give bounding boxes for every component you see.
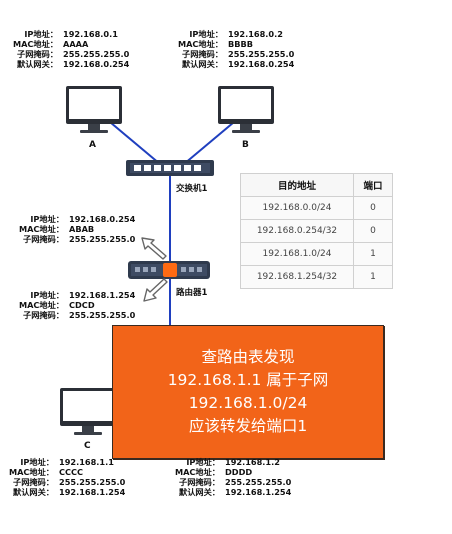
monitor-icon-host-c (60, 388, 116, 435)
gateway-value: 192.168.1.254 (225, 487, 292, 497)
gateway-label: 默认网关： (13, 487, 54, 497)
port-cell: 0 (353, 196, 393, 220)
router-port1-info: IP地址： 192.168.1.254 MAC地址： CDCD 子网掩码： 255.2… (16, 290, 135, 320)
destination-cell: 192.168.0.0/24 (240, 196, 354, 220)
mac-label: MAC地址： (174, 467, 220, 477)
gateway-value: 192.168.0.254 (228, 59, 295, 69)
mac-value: ABAB (69, 224, 95, 234)
mask-label: 子网掩码： (182, 49, 223, 59)
ip-label: IP地址： (30, 214, 64, 224)
mask-label: 子网掩码： (23, 234, 64, 244)
table-row: 192.168.0.0/24 0 (240, 196, 393, 220)
mask-value: 255.255.255.0 (63, 49, 130, 59)
mask-label: 子网掩码： (23, 310, 64, 320)
table-row: 192.168.0.254/32 0 (240, 219, 393, 243)
mask-label: 子网掩码： (13, 477, 54, 487)
mac-value: DDDD (225, 467, 253, 477)
mask-value: 255.255.255.0 (59, 477, 126, 487)
mask-label: 子网掩码： (17, 49, 58, 59)
gateway-label: 默认网关： (182, 59, 223, 69)
callout-line-1: 查路由表发现 (201, 348, 295, 366)
table-row: 192.168.1.0/24 1 (240, 242, 393, 266)
switch-icon (126, 160, 214, 176)
ip-value: 192.168.0.1 (63, 29, 118, 39)
ip-label: IP地址： (186, 457, 220, 467)
monitor-icon-host-a (66, 86, 122, 133)
explanation-callout: 查路由表发现 192.168.1.1 属于子网 192.168.1.0/24 应… (112, 325, 384, 459)
port-cell: 0 (353, 219, 393, 243)
mac-value: CCCC (59, 467, 84, 477)
ip-label: IP地址： (20, 457, 54, 467)
mac-value: BBBB (228, 39, 253, 49)
table-row: 192.168.1.254/32 1 (240, 265, 393, 289)
mac-value: AAAA (63, 39, 89, 49)
mask-label: 子网掩码： (179, 477, 220, 487)
ip-value: 192.168.0.2 (228, 29, 283, 39)
host-c-info: IP地址： 192.168.1.1 MAC地址： CCCC 子网掩码： 255.255… (6, 457, 125, 497)
router-icon (128, 261, 210, 279)
routing-table-header: 目的地址 端口 (240, 173, 393, 197)
router-port0-info: IP地址： 192.168.0.254 MAC地址： ABAB 子网掩码： 255.2… (16, 214, 135, 244)
port-cell: 1 (353, 242, 393, 266)
gateway-value: 192.168.0.254 (63, 59, 130, 69)
callout-line-4: 应该转发给端口1 (188, 417, 308, 435)
callout-line-2: 192.168.1.1 属于子网 (167, 371, 329, 389)
mac-label: MAC地址： (8, 467, 54, 477)
header-destination: 目的地址 (240, 173, 354, 197)
gateway-label: 默认网关： (179, 487, 220, 497)
mask-value: 255.255.255.0 (69, 234, 136, 244)
ip-label: IP地址： (189, 29, 223, 39)
monitor-icon-host-b (218, 86, 274, 133)
mac-value: CDCD (69, 300, 95, 310)
mac-label: MAC地址： (18, 300, 64, 310)
router-label: 路由器1 (176, 288, 208, 298)
arrow-up-left-icon (141, 237, 167, 260)
ip-label: IP地址： (24, 29, 58, 39)
ip-value: 192.168.0.254 (69, 214, 136, 224)
mask-value: 255.255.255.0 (228, 49, 295, 59)
arrow-down-left-icon (143, 278, 168, 302)
host-b-label: B (242, 140, 249, 150)
header-port: 端口 (353, 173, 393, 197)
mac-label: MAC地址： (12, 39, 58, 49)
gateway-label: 默认网关： (17, 59, 58, 69)
mask-value: 255.255.255.0 (225, 477, 292, 487)
mac-label: MAC地址： (18, 224, 64, 234)
host-c-label: C (84, 441, 91, 451)
callout-line-3: 192.168.1.0/24 (188, 394, 308, 412)
host-d-info: IP地址： 192.168.1.2 MAC地址： DDDD 子网掩码： 255.255… (172, 457, 291, 497)
switch-label: 交换机1 (176, 184, 208, 194)
mask-value: 255.255.255.0 (69, 310, 136, 320)
destination-cell: 192.168.1.254/32 (240, 265, 354, 289)
host-a-label: A (89, 140, 96, 150)
destination-cell: 192.168.0.254/32 (240, 219, 354, 243)
ip-value: 192.168.1.2 (225, 457, 280, 467)
ip-label: IP地址： (30, 290, 64, 300)
destination-cell: 192.168.1.0/24 (240, 242, 354, 266)
host-a-info: IP地址： 192.168.0.1 MAC地址： AAAA 子网掩码： 255.255… (10, 29, 129, 69)
mac-label: MAC地址： (177, 39, 223, 49)
ip-value: 192.168.1.1 (59, 457, 114, 467)
ip-value: 192.168.1.254 (69, 290, 136, 300)
routing-table: 目的地址 端口 192.168.0.0/24 0 192.168.0.254/3… (240, 173, 393, 289)
gateway-value: 192.168.1.254 (59, 487, 126, 497)
host-b-info: IP地址： 192.168.0.2 MAC地址： BBBB 子网掩码： 255.255… (175, 29, 294, 69)
port-cell: 1 (353, 265, 393, 289)
